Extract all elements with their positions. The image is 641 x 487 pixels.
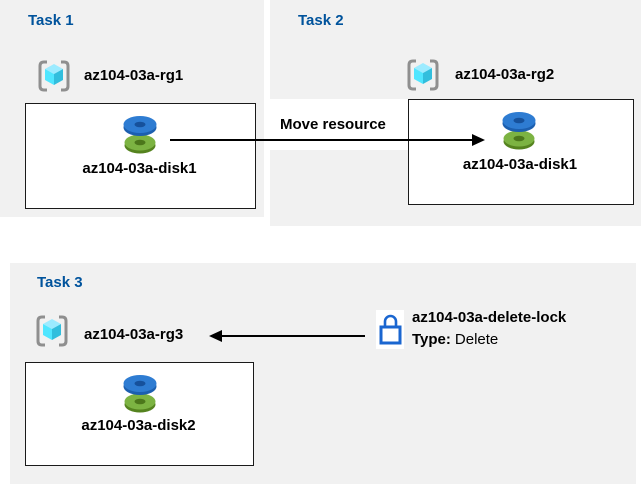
managed-disk-icon xyxy=(123,375,157,413)
managed-disk-icon xyxy=(502,112,536,150)
move-resource-arrowhead xyxy=(472,134,485,146)
task3-title: Task 3 xyxy=(37,274,83,291)
resource-group-label: az104-03a-rg3 xyxy=(84,326,184,343)
lock-type-key: Type: xyxy=(412,331,451,348)
lock-arrow xyxy=(221,335,365,337)
lock-icon xyxy=(379,314,402,345)
move-resource-arrow xyxy=(170,139,475,141)
managed-disk-icon xyxy=(123,116,157,154)
lock-type-value: Delete xyxy=(454,331,499,348)
resource-group-label: az104-03a-rg1 xyxy=(84,67,184,84)
move-resource-label-background xyxy=(266,99,408,150)
resource-group-icon xyxy=(36,315,68,347)
lock-name-label: az104-03a-delete-lock xyxy=(412,309,567,326)
task1-title: Task 1 xyxy=(28,12,74,29)
resource-label: az104-03a-disk2 xyxy=(81,417,196,434)
lock-arrowhead xyxy=(209,330,222,342)
resource-group-icon xyxy=(38,60,70,92)
resource-group-icon xyxy=(407,59,439,91)
resource-label: az104-03a-disk1 xyxy=(462,156,578,173)
lock-icon-background xyxy=(376,310,404,349)
task2-title: Task 2 xyxy=(298,12,344,29)
resource-label: az104-03a-disk1 xyxy=(82,160,197,177)
resource-group-label: az104-03a-rg2 xyxy=(455,66,555,83)
move-resource-label: Move resource xyxy=(280,116,386,133)
lock-type-label: Type:Delete xyxy=(412,331,498,348)
